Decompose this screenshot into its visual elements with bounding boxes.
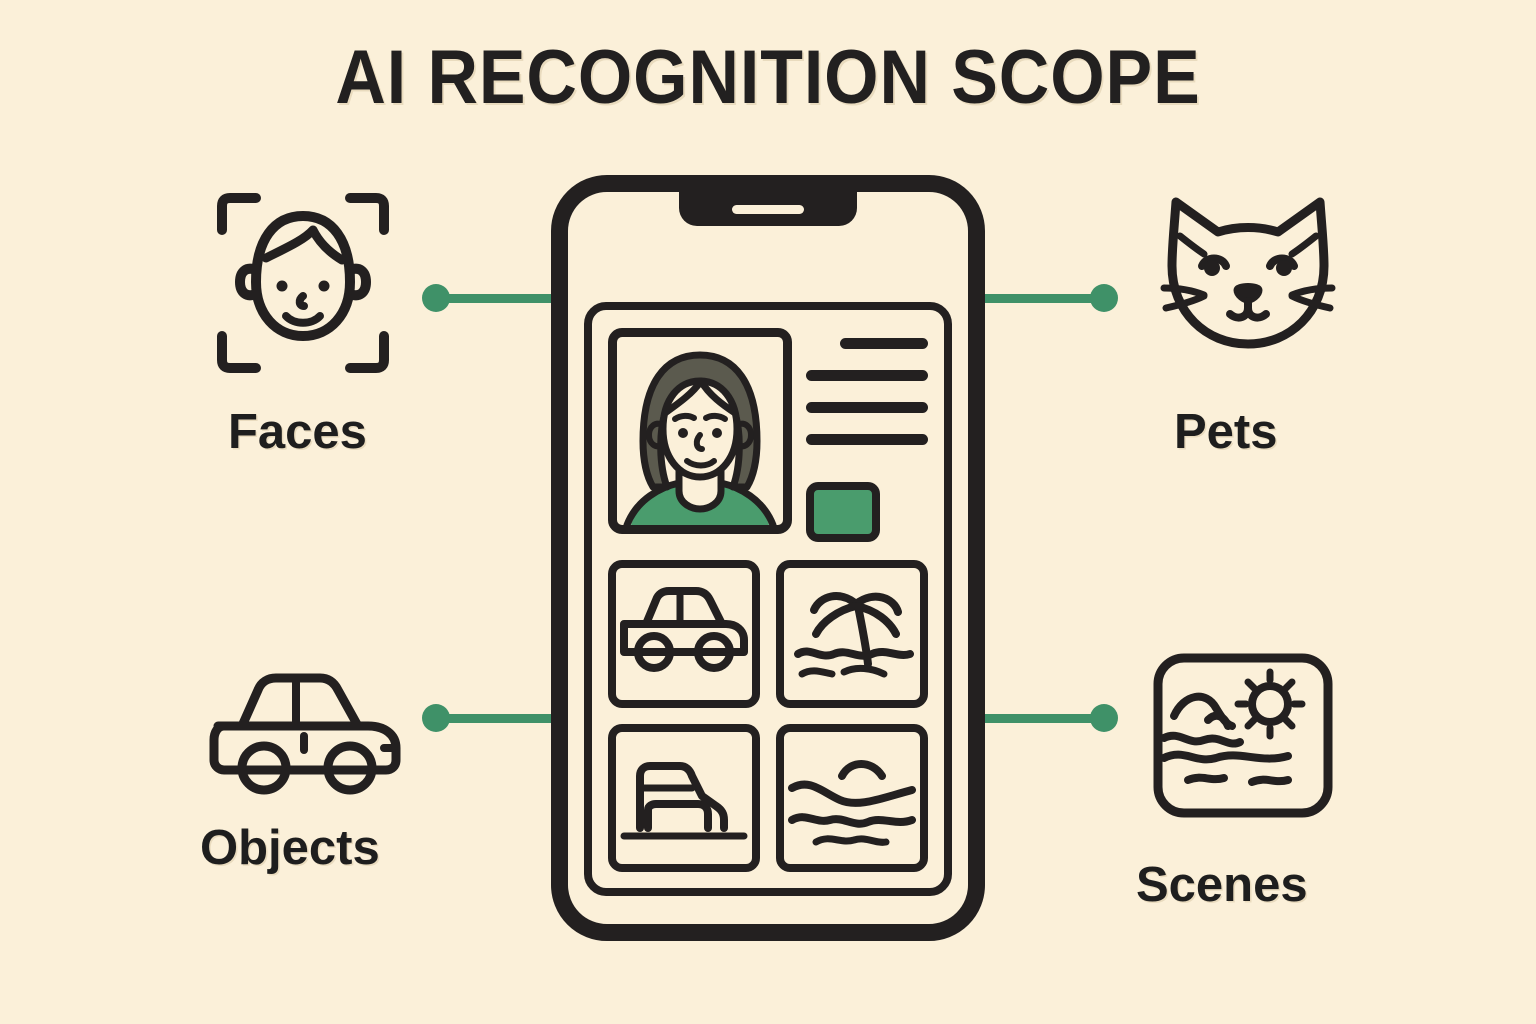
car-thumbnail-icon[interactable] — [608, 560, 760, 708]
scenes-connector-line — [960, 714, 1104, 723]
screen-top-row — [608, 328, 928, 542]
pets-connector-line — [960, 294, 1104, 303]
page-title: AI RECOGNITION SCOPE — [335, 35, 1201, 120]
objects-connector-line — [436, 714, 582, 723]
faces-connector-line — [436, 294, 582, 303]
phone-screen — [584, 302, 952, 896]
node-label-scenes: Scenes — [1136, 858, 1308, 912]
person-portrait-icon[interactable] — [608, 328, 792, 534]
face-scan-icon — [212, 186, 394, 382]
vehicle-thumbnail-icon[interactable] — [608, 724, 760, 872]
landscape-icon — [1148, 646, 1338, 836]
node-label-faces: Faces — [228, 405, 367, 459]
waves-landscape-thumbnail-icon[interactable] — [776, 724, 928, 872]
phone-mockup — [551, 175, 985, 941]
palm-beach-thumbnail-icon[interactable] — [776, 560, 928, 708]
green-chip[interactable] — [806, 482, 880, 542]
cat-face-icon — [1158, 190, 1338, 366]
car-icon — [208, 668, 406, 800]
scenes-connector-dot — [1090, 704, 1118, 732]
meta-line — [806, 370, 928, 381]
meta-column — [806, 328, 928, 542]
meta-line — [840, 338, 928, 349]
meta-line — [806, 434, 928, 445]
meta-line — [806, 402, 928, 413]
phone-notch — [679, 192, 857, 226]
speaker-pill — [732, 205, 804, 214]
node-label-objects: Objects — [200, 821, 380, 875]
node-label-pets: Pets — [1174, 405, 1278, 459]
pets-connector-dot — [1090, 284, 1118, 312]
thumbnail-grid — [608, 560, 928, 872]
